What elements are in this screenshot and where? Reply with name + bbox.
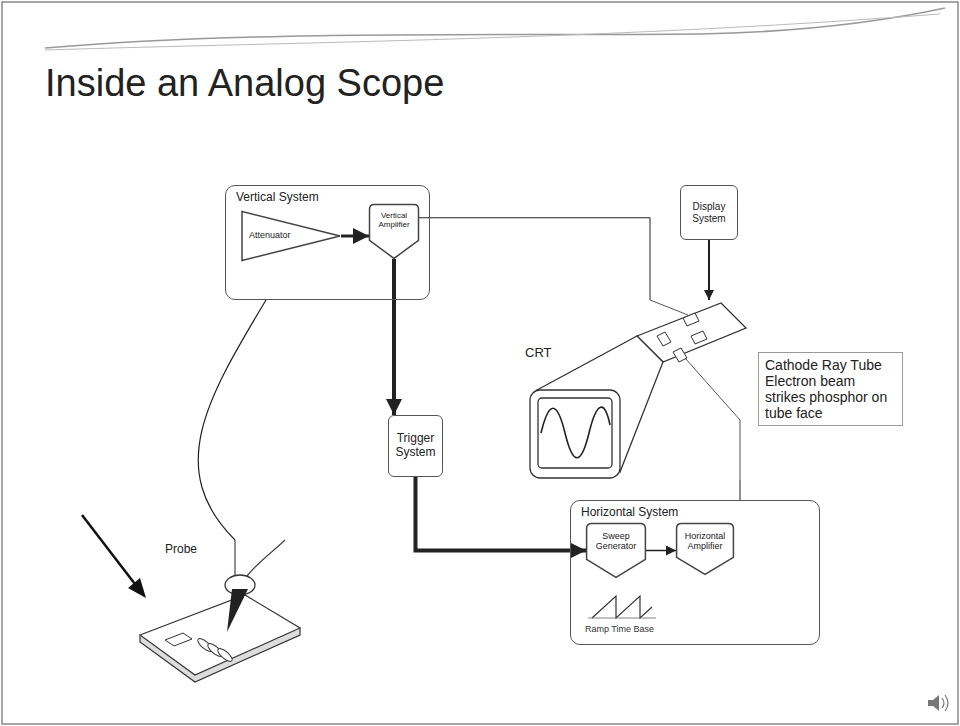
node-text: Horizontal Amplifier (676, 531, 734, 552)
amplifier-block: Vertical Amplifier (369, 204, 419, 259)
node-text: Sweep Generator (586, 531, 646, 552)
connector (740, 480, 741, 500)
system-box: Trigger System (388, 415, 443, 477)
node-text: Display System (684, 201, 734, 224)
probe-outline (135, 540, 305, 700)
system-box: Vertical SystemAttenuator Vertical Amplif… (225, 185, 430, 300)
speaker-icon (928, 695, 948, 711)
system-box: Horizontal SystemSweep Generator Horizont… (570, 500, 820, 645)
text-holder: Probe (165, 543, 197, 557)
connector (708, 240, 710, 300)
text-holder: Vertical System (236, 191, 319, 205)
axis-label: Ramp Time Base (585, 624, 654, 634)
crt-outline (525, 300, 750, 480)
node-text: Vertical Amplifier (369, 211, 419, 229)
callout-box: Cathode Ray Tube Electron beam strikes p… (758, 352, 903, 426)
connector (341, 235, 369, 238)
text-holder: Horizontal Amplifier (676, 531, 734, 552)
connector (392, 259, 396, 415)
text-holder: Attenuator (249, 230, 311, 240)
text-holder: Vertical Amplifier (369, 211, 419, 229)
node-text: Probe (165, 543, 197, 557)
connector (416, 477, 587, 551)
node-text: Trigger System (392, 432, 439, 460)
amplifier-block: Horizontal Amplifier (676, 523, 734, 575)
text-holder: Horizontal System (581, 506, 678, 520)
node-text: Cathode Ray Tube Electron beam strikes p… (765, 357, 896, 421)
node-text: Vertical System (236, 191, 319, 205)
top-swoosh (45, 14, 940, 50)
connector (419, 218, 650, 300)
generator-block: Sweep Generator (586, 523, 646, 578)
attenuator-block: Attenuator (241, 211, 341, 261)
ramp-waveform (592, 596, 652, 618)
ramp-axis (588, 618, 656, 619)
text-holder: Sweep Generator (586, 531, 646, 552)
system-box: Display System (680, 185, 738, 240)
slide-title: Inside an Analog Scope (45, 62, 444, 105)
pointer-arrowhead (128, 578, 146, 598)
node-text: Horizontal System (581, 506, 678, 520)
connector (198, 300, 266, 540)
pointer-arrow (82, 515, 138, 588)
node-text: CRT (525, 346, 551, 361)
top-swoosh (45, 8, 945, 48)
crt-tube: CRT (525, 300, 750, 480)
node-text: Attenuator (249, 230, 311, 240)
connector (646, 550, 676, 552)
text-holder: CRT (525, 346, 551, 361)
probe-illustration: Probe (135, 540, 305, 700)
